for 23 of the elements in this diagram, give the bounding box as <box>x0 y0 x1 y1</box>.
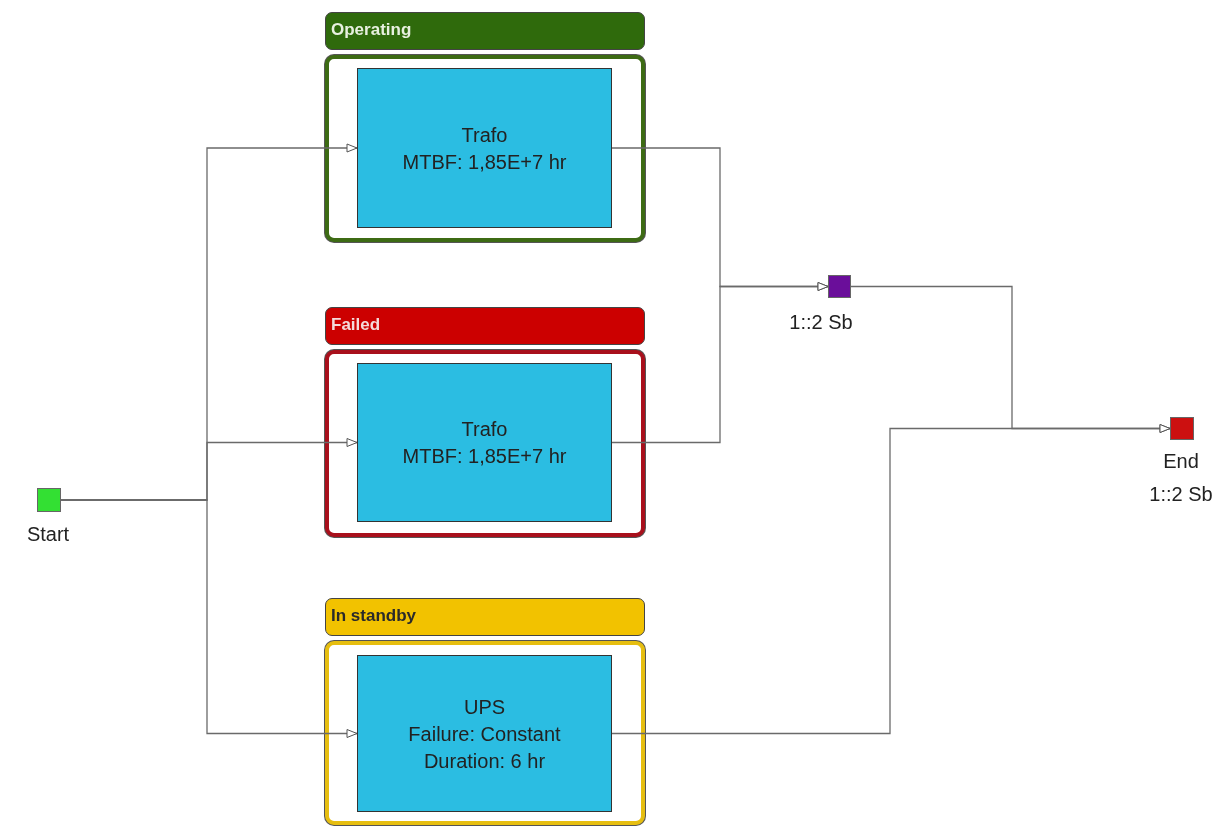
connector-arrow <box>611 424 1171 735</box>
component-block <box>357 68 612 228</box>
terminal-node <box>37 488 61 512</box>
terminal-node <box>1170 417 1194 440</box>
node-label: 1::2 Sb <box>789 311 853 334</box>
component-block <box>357 655 612 812</box>
block-title: Trafo <box>461 122 508 147</box>
node-label: 1::2 Sb <box>1149 483 1213 506</box>
node-label: Start <box>26 523 70 546</box>
node-label: End <box>1163 450 1199 473</box>
terminal-node <box>828 275 851 298</box>
block-property: Duration: 6 hr <box>423 748 546 773</box>
block-property: Failure: Constant <box>408 721 561 746</box>
component-block <box>357 363 612 522</box>
connector-arrow <box>60 499 358 738</box>
block-title: UPS <box>463 694 506 719</box>
state-header: In standby <box>325 598 645 636</box>
block-property: MTBF: 1,85E+7 hr <box>402 149 567 174</box>
state-header: Operating <box>325 12 645 50</box>
block-title: Trafo <box>461 417 508 441</box>
state-header: Failed <box>325 307 645 345</box>
connector-arrow <box>611 282 829 444</box>
block-property: MTBF: 1,85E+7 hr <box>402 444 567 468</box>
